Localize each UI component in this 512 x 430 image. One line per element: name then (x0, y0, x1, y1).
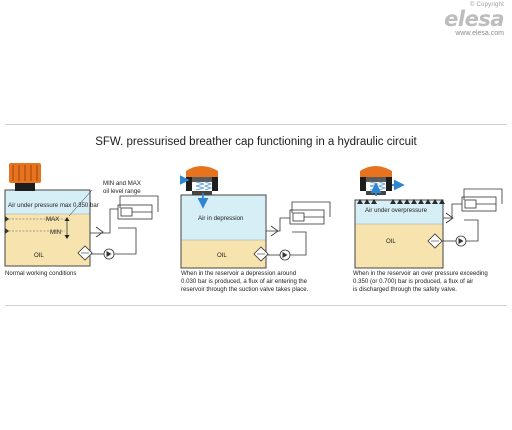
website-link[interactable]: www.elesa.com (455, 30, 504, 37)
caption-depression: When in the reservoir a depression aroun… (181, 270, 346, 294)
reservoir-outline (180, 194, 267, 269)
oil-label: OIL (217, 252, 227, 259)
oil-zone (5, 214, 90, 266)
reservoir-outline (354, 199, 444, 269)
top-divider (5, 124, 507, 125)
copyright-text: © Copyright (470, 2, 504, 8)
caption-line: reservoir through the suction valve take… (181, 286, 309, 293)
oil-zone (181, 240, 266, 268)
caption-normal: Normal working conditions (5, 270, 155, 278)
max-level-label: MAX (46, 216, 59, 223)
panel-overpressure (354, 166, 503, 269)
page-title: SFW. pressurised breather cap functionin… (95, 136, 417, 148)
breather-cap-section-icon (186, 166, 218, 195)
air-depression-label: Air in depression (198, 215, 243, 222)
caption-line: Normal working conditions (5, 270, 77, 277)
hydraulic-circuit-1 (77, 195, 159, 261)
caption-overpressure: When in the reservoir an over pressure e… (353, 270, 509, 294)
air-zone (5, 190, 90, 214)
caption-line: When in the reservoir an over pressure e… (353, 270, 488, 277)
caption-line: is discharged through the safety valve. (353, 286, 457, 293)
caption-line: 0.350 (or 0.700) bar is produced, a flux… (353, 278, 474, 285)
level-range-label-line2: oil level range (103, 188, 141, 195)
panel-depression (180, 166, 331, 269)
air-pressure-label: Air under pressure max 0.350 bar (8, 202, 99, 209)
brand-block: © Copyright elesa www.elesa.com (364, 2, 504, 37)
caption-line: When in the reservoir a depression aroun… (181, 270, 297, 277)
air-overpressure-label: Air under overpressure (365, 207, 428, 214)
elesa-logo: elesa (444, 7, 504, 31)
pressure-arrows (357, 199, 445, 204)
level-range-label-line1: MIN and MAX (103, 180, 141, 187)
caption-line: 0.030 bar is produced, a flux of air ent… (181, 278, 308, 285)
air-zone (181, 195, 266, 240)
min-level-label: MIN (50, 229, 61, 236)
bottom-divider (5, 305, 507, 306)
breather-cap-icon (9, 163, 41, 191)
oil-label: OIL (386, 238, 396, 245)
panel-normal (4, 163, 159, 267)
oil-label: OIL (34, 252, 44, 259)
oil-zone (355, 224, 443, 268)
